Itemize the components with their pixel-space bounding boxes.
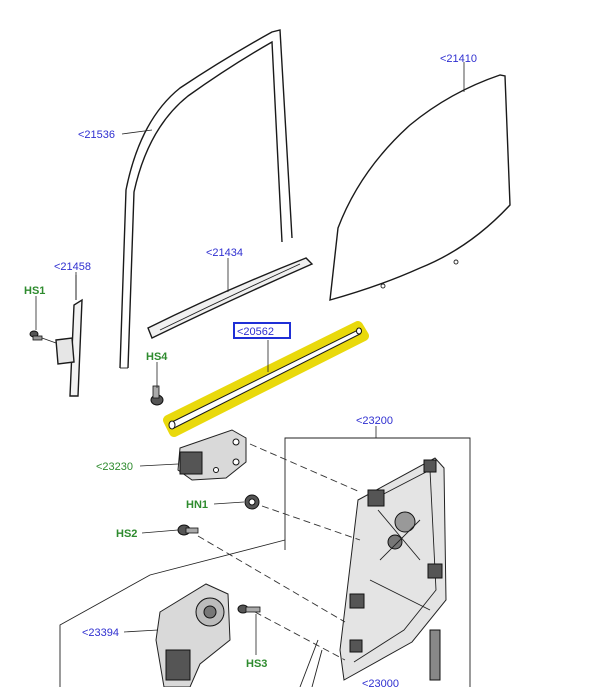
label-hs4[interactable]: HS4: [146, 351, 168, 363]
leader-lines: [35, 62, 465, 655]
rear-run-channel[interactable]: [55, 275, 83, 397]
outer-belt-weatherstrip[interactable]: [147, 257, 314, 339]
hs2-screw[interactable]: [177, 524, 199, 536]
inner-belt-weatherstrip-highlighted[interactable]: [163, 321, 369, 437]
label-23000[interactable]: <23000: [362, 678, 399, 687]
label-21458[interactable]: <21458: [54, 261, 91, 273]
window-regulator-motor[interactable]: [155, 583, 231, 687]
hn1-nut[interactable]: [244, 494, 260, 510]
hs4-screw[interactable]: [150, 385, 164, 406]
label-hn1[interactable]: HN1: [186, 499, 208, 511]
hs1-screw[interactable]: [29, 330, 57, 344]
window-regulator-guide[interactable]: [177, 429, 247, 481]
label-21410[interactable]: <21410: [440, 53, 477, 65]
callout-brackets: [59, 437, 471, 687]
label-23200[interactable]: <23200: [356, 415, 393, 427]
label-hs2[interactable]: HS2: [116, 528, 137, 540]
label-hs1[interactable]: HS1: [24, 285, 45, 297]
label-23230[interactable]: <23230: [96, 461, 133, 473]
selected-part-box: [233, 322, 291, 339]
door-glass[interactable]: [329, 74, 511, 301]
window-regulator-assembly[interactable]: [339, 457, 447, 681]
label-hs3[interactable]: HS3: [246, 658, 267, 670]
glass-run-channel[interactable]: [119, 29, 293, 369]
label-23394[interactable]: <23394: [82, 627, 119, 639]
label-21536[interactable]: <21536: [78, 129, 115, 141]
hs3-screw[interactable]: [237, 604, 261, 614]
label-21434[interactable]: <21434: [206, 247, 243, 259]
label-20562[interactable]: <20562: [237, 326, 274, 338]
